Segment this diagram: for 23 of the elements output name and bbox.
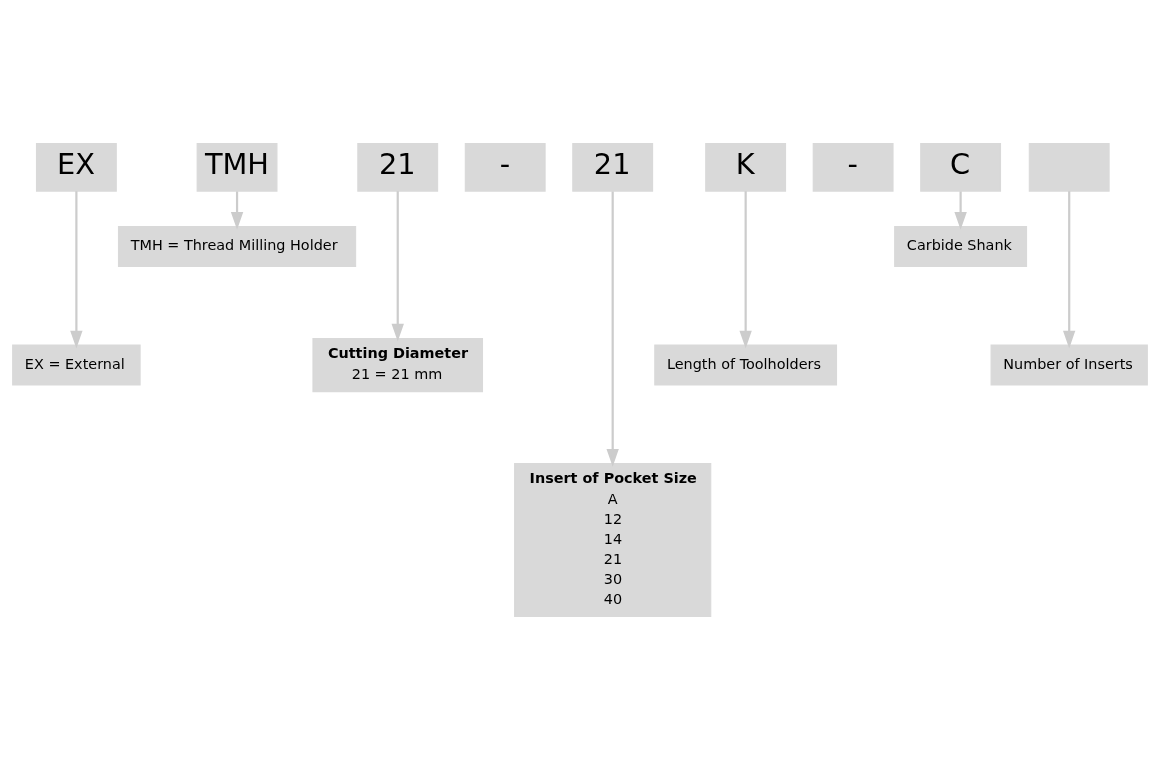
node-box: 21 <box>572 142 654 192</box>
arrow <box>391 191 404 342</box>
node-box: Length of Toolholders <box>654 344 838 386</box>
node-box: TMH <box>196 142 278 192</box>
node-box: EX = External <box>12 344 141 386</box>
node-box: Number of Inserts <box>990 344 1148 386</box>
node-box: - <box>464 142 546 192</box>
node-box: Insert of Pocket Size A 12 14 21 30 40 <box>514 463 712 618</box>
node-box: Carbide Shank <box>894 226 1028 267</box>
arrow <box>606 191 619 467</box>
arrow <box>954 191 967 230</box>
node-box: EX <box>35 142 117 192</box>
node-box: K <box>705 142 787 192</box>
arrow <box>739 191 752 349</box>
node-box: TMH = Thread Milling Holder <box>117 226 357 267</box>
arrow <box>230 191 244 230</box>
arrow <box>1063 191 1076 349</box>
node-box: 21 <box>357 142 439 192</box>
node-box: Cutting Diameter 21 = 21 mm <box>312 337 484 393</box>
node-box: - <box>812 142 894 192</box>
node-box: C <box>920 142 1002 192</box>
arrow <box>70 191 83 349</box>
node-box <box>1028 142 1110 192</box>
